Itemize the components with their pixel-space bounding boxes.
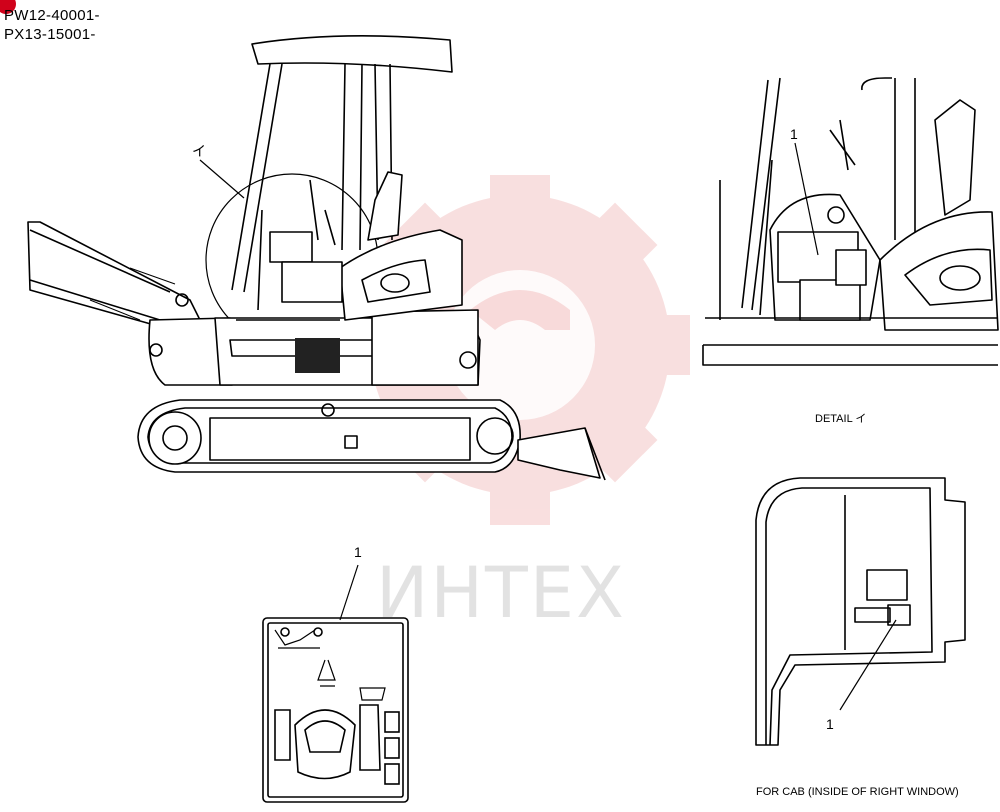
serial-number-2: PX13-15001- [4,26,96,43]
cab-part-callout: 1 [826,716,834,732]
serial-number-1: PW12-40001- [4,7,100,24]
detail-ref-callout: イ [192,143,206,159]
serial-number-list: PW12-40001- PX13-15001- [4,6,100,44]
detail-caption: DETAIL イ [815,413,867,425]
detail-part-callout: 1 [790,126,798,142]
decal-part-callout: 1 [354,544,362,560]
watermark-text: ИНТЕХ [376,552,626,634]
cab-caption: FOR CAB (INSIDE OF RIGHT WINDOW) [756,786,959,798]
